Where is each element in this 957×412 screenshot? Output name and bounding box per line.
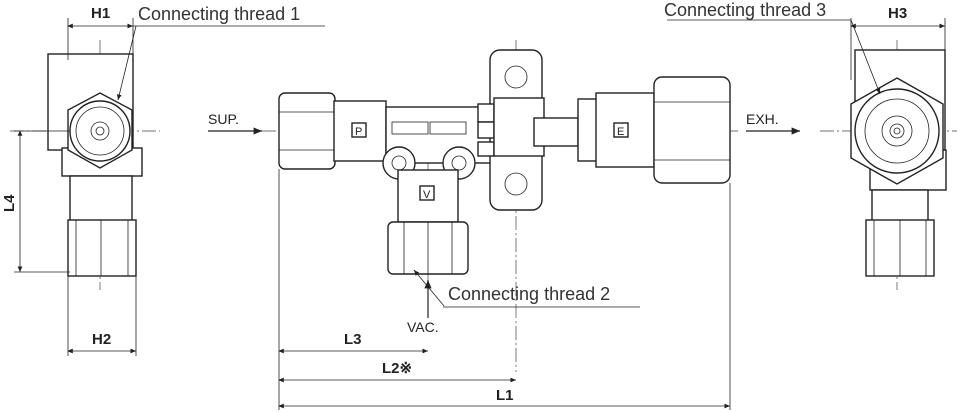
svg-text:V: V: [423, 189, 431, 201]
l2-label: L2※: [382, 360, 412, 377]
vac-label: VAC.: [407, 319, 439, 335]
l4-dimension: L4: [1, 130, 70, 273]
h2-dimension: H2: [67, 276, 137, 356]
l1-dimension: L1: [278, 183, 731, 410]
h3-label: H3: [888, 5, 907, 22]
p-mark: [351, 122, 367, 138]
exh-label: EXH.: [746, 111, 779, 127]
front-view: P V E: [262, 40, 740, 372]
l3-label: L3: [344, 331, 362, 348]
exh-nut: [653, 76, 731, 184]
l2-dimension: L2※: [278, 360, 516, 383]
e-mark: [613, 122, 629, 138]
left-side-view: [10, 40, 160, 290]
sup-label: SUP.: [208, 111, 239, 127]
h1-dimension: H1: [67, 5, 134, 60]
l4-label: L4: [1, 194, 18, 212]
right-side-view: [820, 40, 957, 290]
v-mark: [419, 185, 435, 201]
exh-port: EXH.: [746, 111, 800, 135]
thread3-callout: Connecting thread 3: [664, 0, 881, 95]
h2-label: H2: [92, 331, 111, 348]
thread1-label: Connecting thread 1: [138, 4, 300, 24]
left-vac-nut: [67, 219, 137, 277]
sup-nut: [278, 92, 336, 170]
l3-dimension: L3: [278, 169, 428, 410]
thread2-label: Connecting thread 2: [448, 284, 610, 304]
svg-text:P: P: [355, 126, 362, 138]
l1-label: L1: [496, 387, 514, 404]
thread3-label: Connecting thread 3: [664, 0, 826, 20]
svg-text:E: E: [617, 126, 624, 138]
vac-port: VAC.: [407, 280, 439, 335]
thread2-callout: Connecting thread 2: [413, 269, 640, 308]
h1-label: H1: [91, 5, 110, 22]
sup-port: SUP.: [208, 111, 262, 135]
h3-dimension: H3: [850, 5, 946, 80]
thread1-callout: Connecting thread 1: [116, 4, 325, 101]
